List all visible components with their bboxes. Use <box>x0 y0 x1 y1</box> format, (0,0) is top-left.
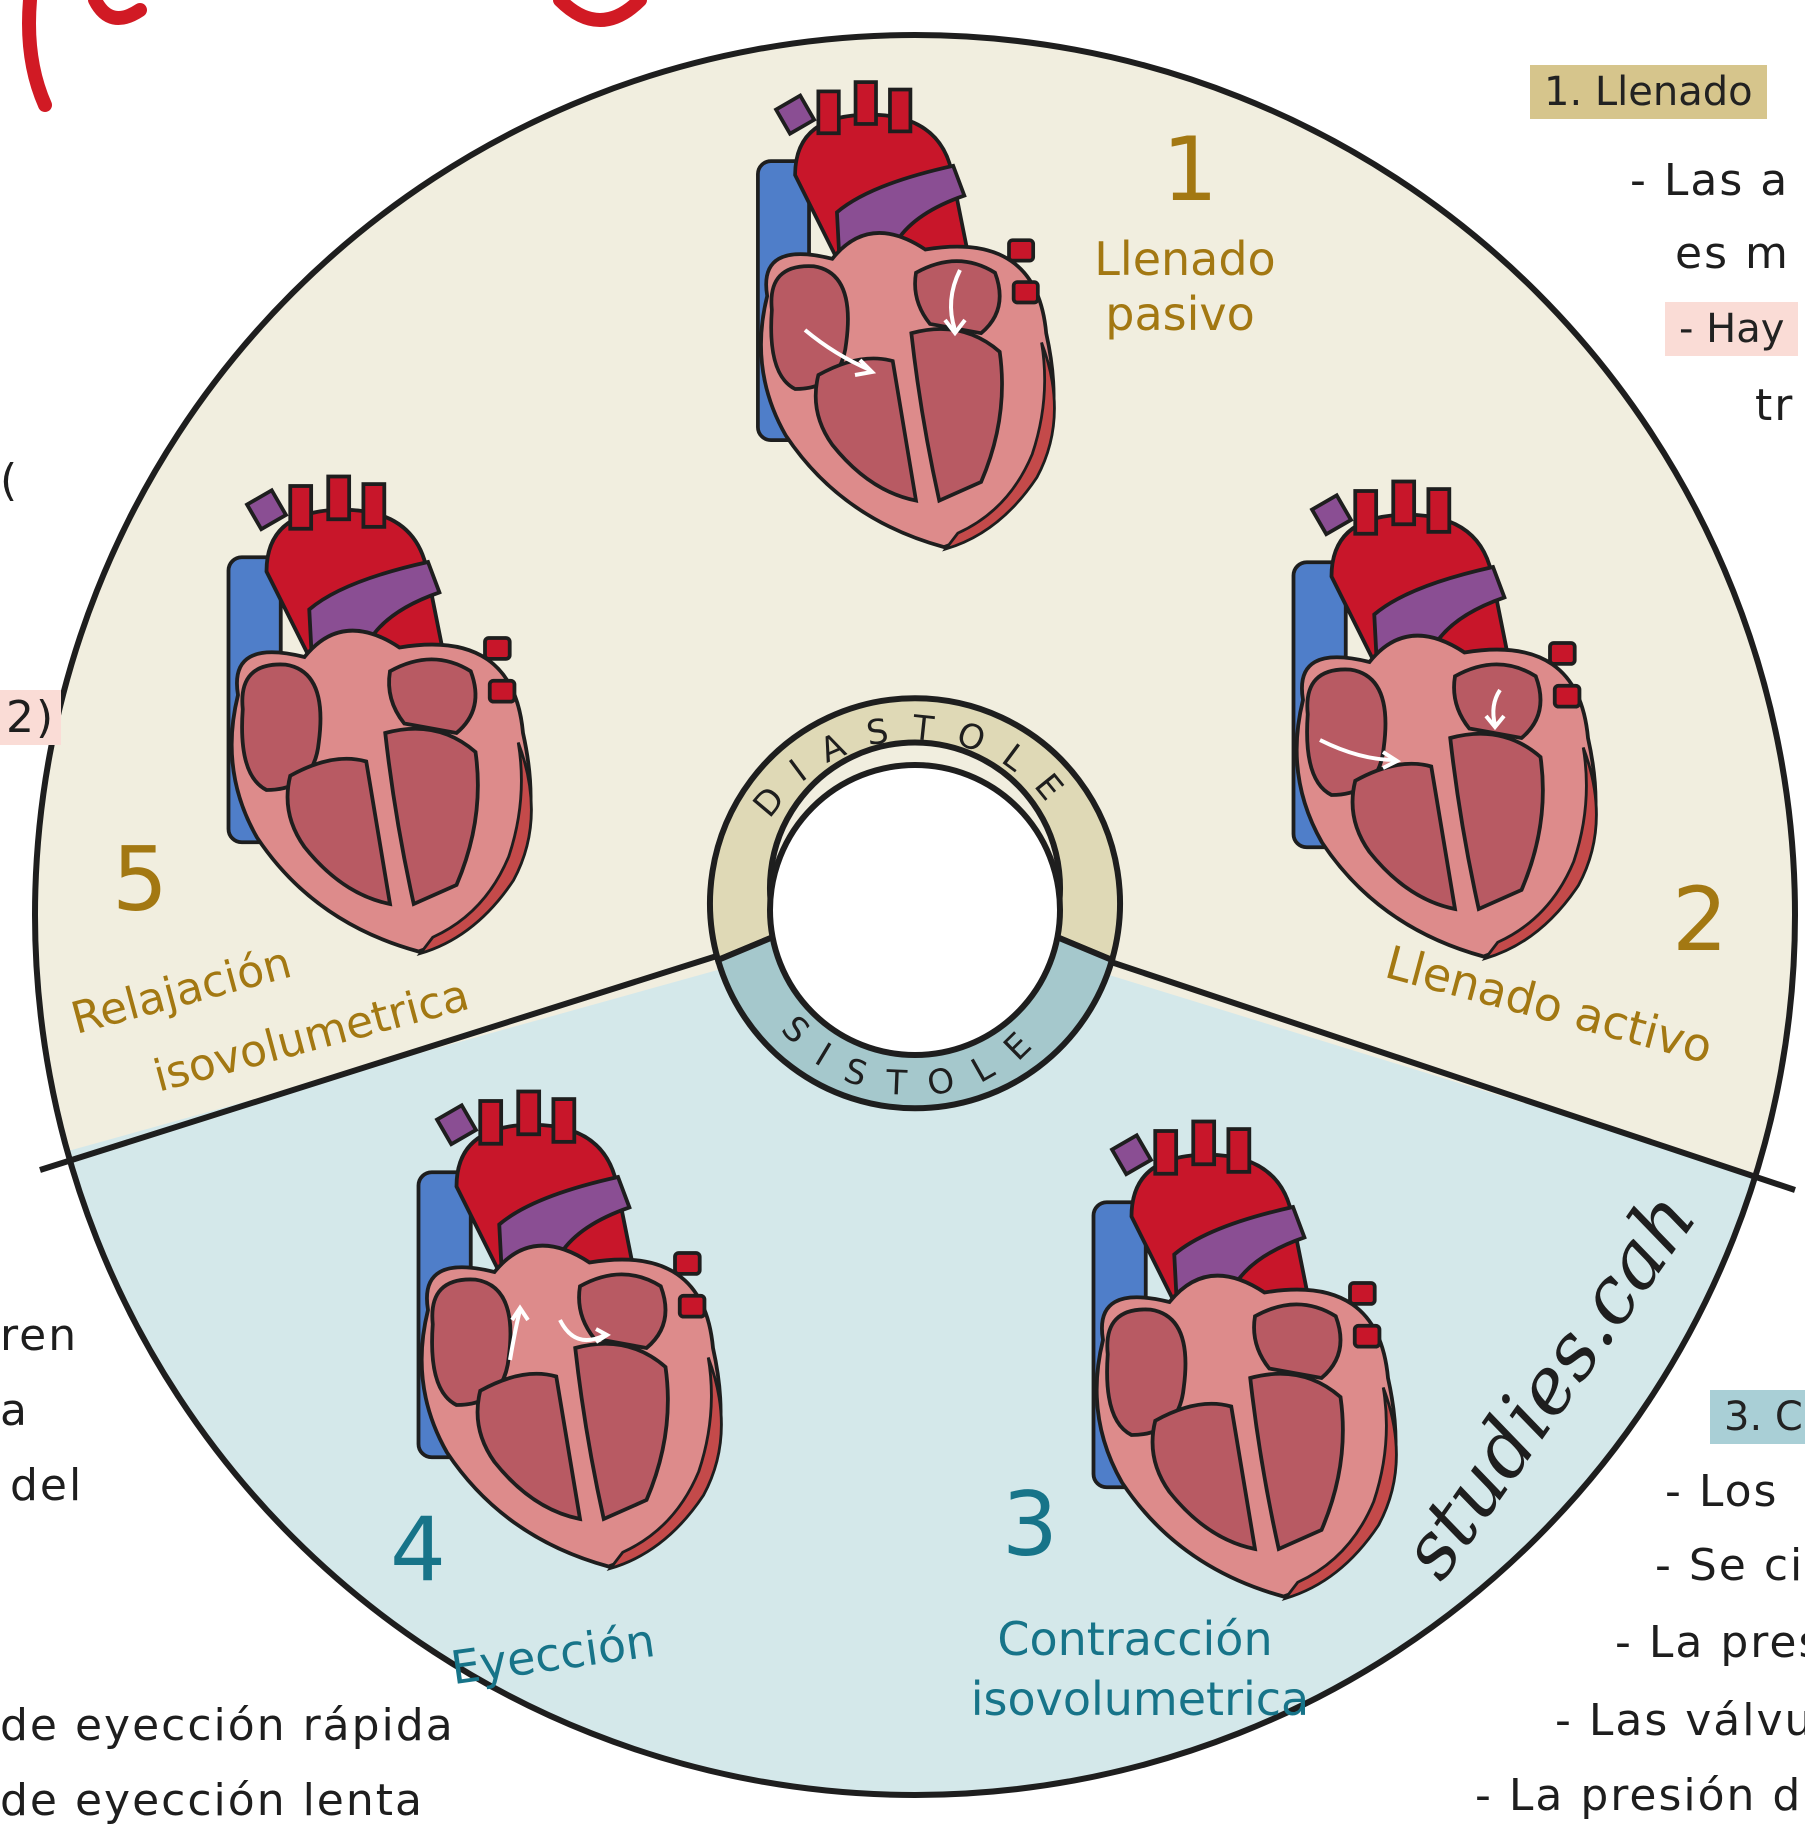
note-tag-phase-3: 3. C <box>1710 1390 1805 1444</box>
phase-3-label-line1: Contracción <box>997 1612 1272 1666</box>
right-note-line-5: - Se ci <box>1655 1540 1804 1591</box>
left-note-line-6: de eyección rápida <box>0 1700 455 1751</box>
phase-1-number: 1 <box>1162 118 1218 221</box>
phase-1-label-line2: pasivo <box>1105 287 1255 341</box>
left-note-line-2: 2) <box>0 690 61 745</box>
phase-2-number: 2 <box>1672 868 1728 971</box>
ring-center <box>770 765 1060 1055</box>
left-note-line-3: ren <box>0 1310 78 1361</box>
left-note-line-7: de eyección lenta <box>0 1775 424 1826</box>
left-note-line-4: a <box>0 1385 29 1436</box>
right-note-line-8: - La presión d <box>1475 1770 1802 1821</box>
left-note-line-5: del <box>10 1460 83 1511</box>
phase-3-label-line2: isovolumetrica <box>971 1672 1310 1726</box>
phase-1-label-line1: Llenado <box>1094 232 1275 286</box>
right-note-line-7: - Las válvu <box>1555 1695 1805 1746</box>
right-note-line-4: - Los <box>1665 1466 1778 1517</box>
phase-5-number: 5 <box>112 828 168 931</box>
right-note-line-6: - La pres <box>1615 1617 1805 1668</box>
phase-3-number: 3 <box>1002 1473 1058 1576</box>
title-fragment <box>29 0 640 105</box>
right-note-line-2: es m <box>1675 228 1790 279</box>
note-tag-hay: - Hay <box>1665 302 1798 356</box>
note-tag-phase-1: 1. Llenado <box>1530 65 1767 119</box>
right-note-line-1: - Las a <box>1630 155 1789 206</box>
right-note-line-3: tr <box>1755 380 1794 431</box>
left-note-line-1: ( <box>0 455 19 506</box>
phase-4-number: 4 <box>390 1498 446 1601</box>
